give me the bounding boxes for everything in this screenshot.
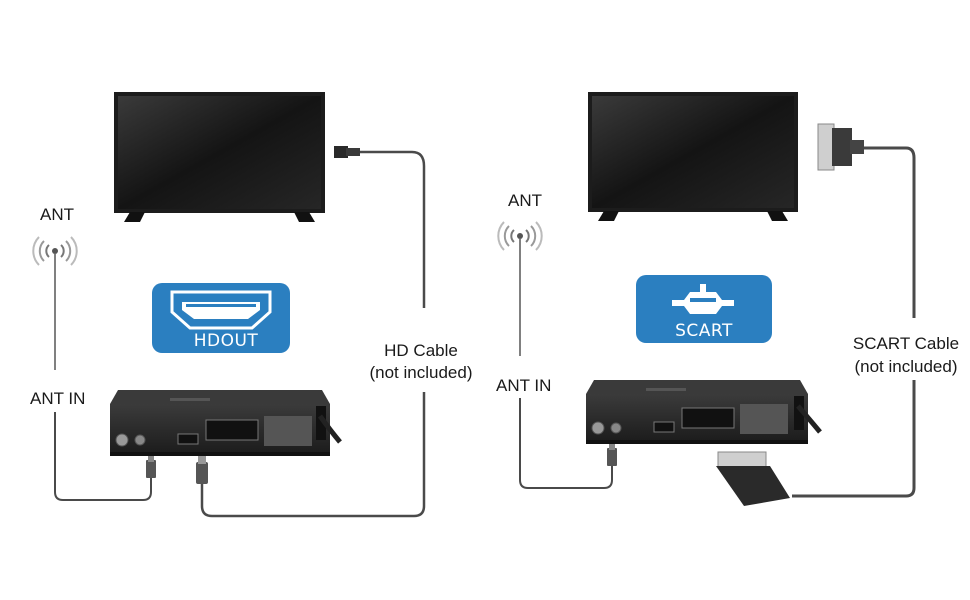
scart-cable-note: (not included) [854, 357, 957, 376]
coax-plug-icon [146, 456, 156, 478]
scart-badge: SCART [636, 275, 772, 343]
tv-icon [588, 92, 798, 221]
scart-plug-icon [817, 123, 864, 171]
hdmi-plug-icon [196, 456, 208, 484]
antenna-cable [519, 398, 613, 489]
hd-cable-label: HD Cable [384, 341, 458, 360]
ant-label: ANT [40, 205, 74, 224]
scart-icon [672, 284, 734, 314]
ant-in-label: ANT IN [30, 389, 85, 408]
hdout-badge-label: HDOUT [194, 331, 259, 351]
receiver-icon [586, 380, 822, 444]
right-setup: SCART ANT ANT IN SCART Cable (not includ… [496, 92, 959, 506]
ant-label: ANT [508, 191, 542, 210]
antenna-cable [54, 412, 152, 501]
tv-icon [114, 92, 325, 222]
antenna-signal-icon [32, 236, 78, 266]
scart-badge-label: SCART [675, 321, 733, 341]
hdmi-icon [170, 290, 272, 330]
scart-plug-icon [716, 451, 790, 506]
antenna-signal-icon [497, 221, 543, 251]
scart-cable [792, 146, 916, 498]
coax-plug-icon [607, 444, 617, 466]
ant-in-label: ANT IN [496, 376, 551, 395]
hd-cable [200, 150, 426, 518]
hdmi-plug-icon [334, 146, 360, 158]
hd-cable-note: (not included) [369, 363, 472, 382]
receiver-icon [110, 390, 342, 456]
left-setup: HDOUT ANT ANT IN HD Cable (not included) [30, 92, 473, 518]
hdout-badge: HDOUT [152, 283, 290, 353]
scart-cable-label: SCART Cable [853, 334, 959, 353]
